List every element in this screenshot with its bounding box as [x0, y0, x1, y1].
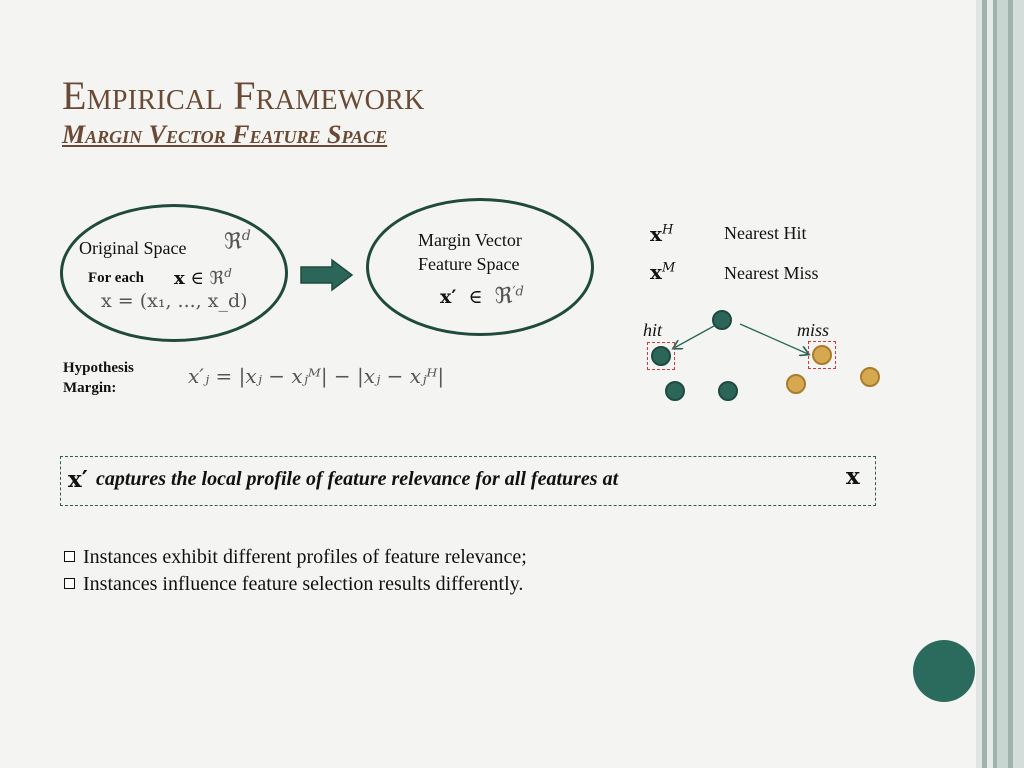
border-stripe: [1008, 0, 1013, 768]
captures-x-end: x: [846, 463, 860, 490]
original-space-ellipse: [60, 204, 288, 342]
space-dimension: d: [224, 266, 232, 280]
nearest-miss-symbol: xM: [650, 260, 675, 284]
same-class-dot: [718, 381, 738, 401]
x-symbol: x: [650, 222, 662, 246]
nearest-miss-dot: [812, 345, 832, 365]
nearest-miss-label: Nearest Miss: [724, 263, 819, 283]
in-symbol: ∈: [190, 268, 204, 289]
space-dimension: d: [241, 228, 251, 244]
arrow-to-hit: [674, 325, 715, 348]
real-space-symbol: ℜ: [494, 284, 513, 309]
arrow-to-miss: [739, 323, 808, 354]
hit-superscript: H: [661, 222, 674, 238]
hypothesis-label-line1: Hypothesis: [63, 360, 134, 376]
same-class-dot: [665, 381, 685, 401]
real-space-symbol: ℜ: [224, 229, 242, 255]
hit-miss-arrows: [640, 323, 860, 370]
margin-space-ellipse: [366, 198, 594, 336]
border-stripe: [997, 0, 1008, 768]
real-space-symbol: ℜ: [209, 268, 225, 289]
in-symbol: ∈: [468, 286, 483, 308]
border-stripe: [982, 0, 987, 768]
original-space-label: Original Space: [79, 238, 187, 258]
nearest-hit-symbol: xH: [650, 222, 673, 246]
miss-label: miss: [797, 320, 830, 340]
nearest-hit-label: Nearest Hit: [724, 223, 807, 243]
x-symbol: x: [650, 260, 662, 284]
hypothesis-label-line2: Margin:: [63, 380, 117, 396]
checkbox-bullet-icon: [64, 551, 75, 562]
margin-space-label-line2: Feature Space: [418, 254, 520, 274]
page-title: Empirical Framework: [62, 73, 425, 118]
transform-arrow-icon: [300, 258, 354, 292]
space-dimension: ′d: [512, 284, 524, 300]
for-each-expression: x ∈ ℜd: [174, 266, 232, 289]
vector-expression: x = (x₁, ..., x_d): [101, 290, 248, 312]
for-each-label: For each: [88, 270, 144, 286]
nearest-miss-highlight: [808, 341, 836, 369]
bullet-item: Instances exhibit different profiles of …: [64, 546, 527, 569]
captures-box: [60, 456, 876, 506]
decorative-circle: [913, 640, 975, 702]
bullet-item: Instances influence feature selection re…: [64, 573, 523, 596]
hypothesis-formula: x′ⱼ = |xⱼ − xⱼᴹ| − |xⱼ − xⱼᴴ|: [188, 364, 445, 388]
captures-x-prime: x′: [68, 466, 88, 493]
other-class-dot: [786, 374, 806, 394]
margin-space-label-line1: Margin Vector: [418, 230, 522, 250]
original-space-symbol: ℜd: [224, 228, 251, 254]
miss-superscript: M: [661, 260, 676, 276]
bullet-text: Instances influence feature selection re…: [83, 573, 524, 595]
border-stripe: [993, 0, 997, 768]
query-instance-dot: [712, 310, 732, 330]
nearest-hit-dot: [651, 346, 671, 366]
border-stripe: [987, 0, 993, 768]
border-stripe: [976, 0, 982, 768]
nearest-hit-highlight: [647, 342, 675, 370]
border-stripe: [1013, 0, 1024, 768]
x-symbol: x: [174, 268, 185, 289]
checkbox-bullet-icon: [64, 578, 75, 589]
page-subtitle: Margin Vector Feature Space: [62, 120, 388, 149]
bullet-text: Instances exhibit different profiles of …: [83, 546, 527, 568]
margin-space-expression: x′ ∈ ℜ′d: [440, 284, 524, 309]
hit-label: hit: [643, 320, 663, 340]
other-class-dot: [860, 367, 880, 387]
x-prime-symbol: x′: [440, 286, 457, 308]
captures-text: captures the local profile of feature re…: [96, 468, 619, 490]
